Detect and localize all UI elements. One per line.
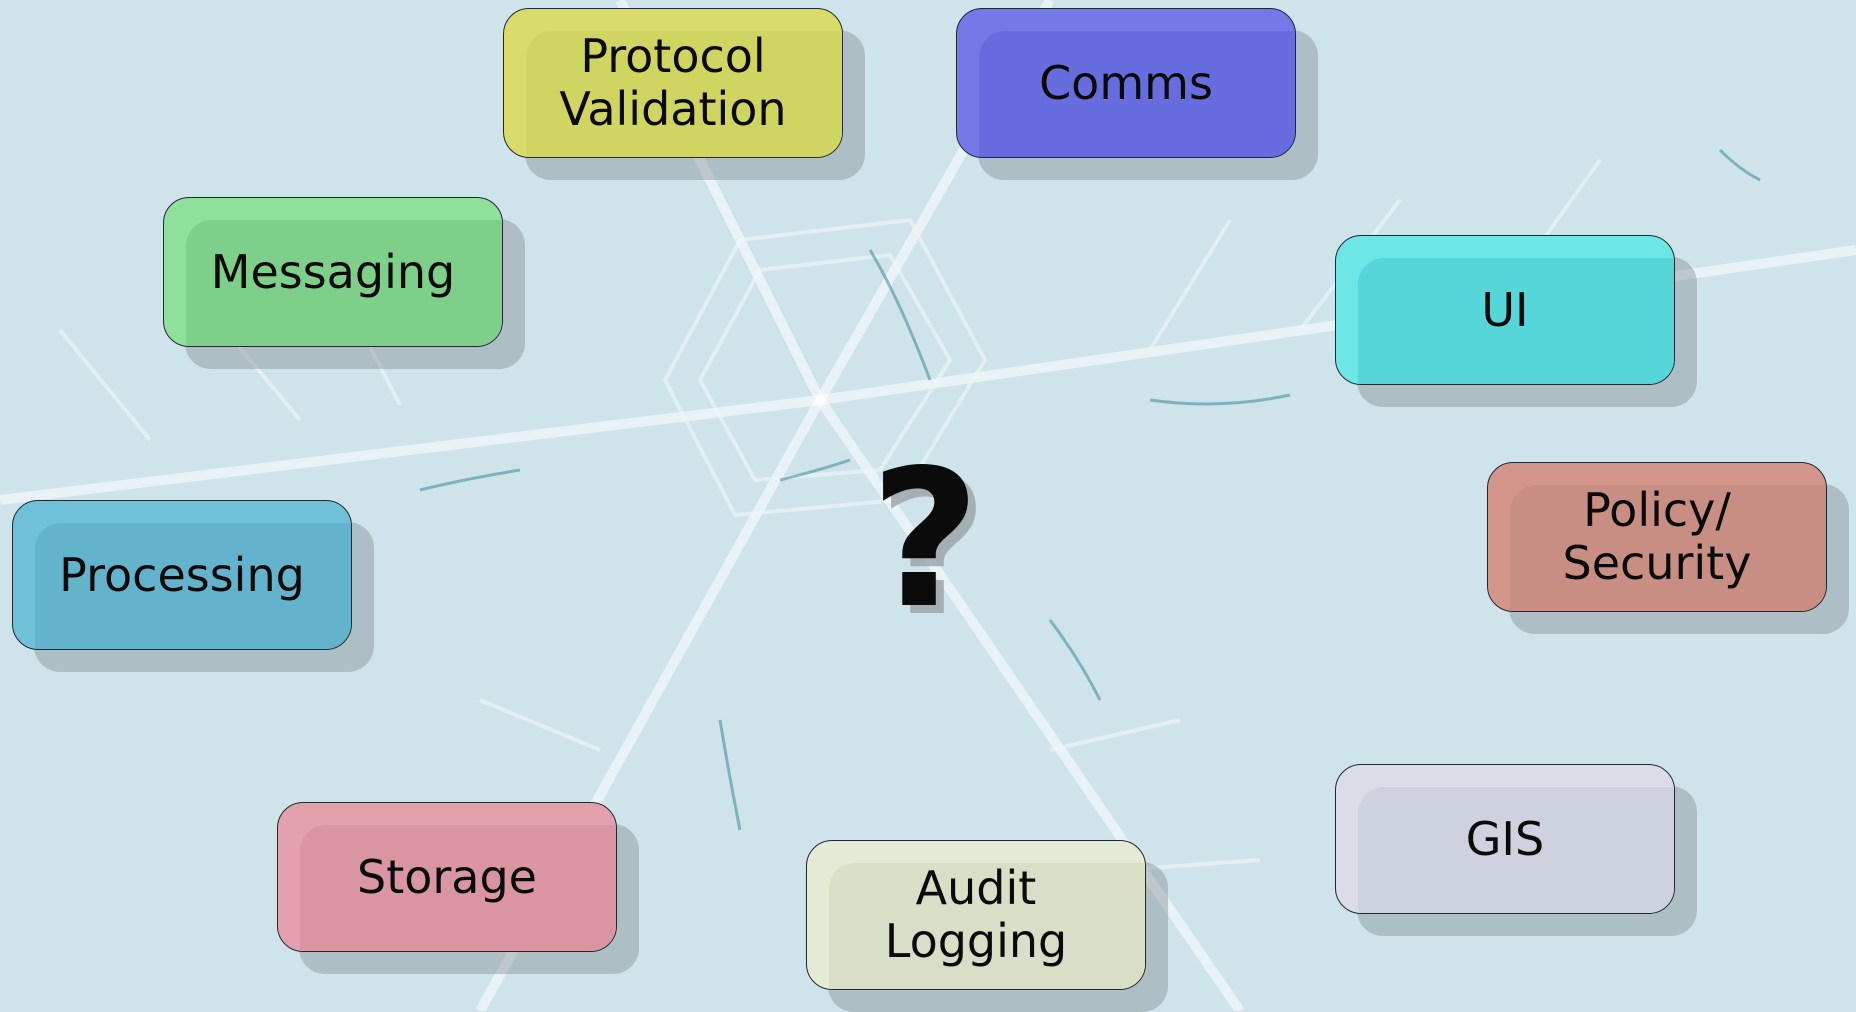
box-gis: GIS	[1335, 764, 1675, 914]
question-mark-glyph: ?	[870, 440, 980, 640]
box-processing: Processing	[12, 500, 352, 650]
box-messaging: Messaging	[163, 197, 503, 347]
box-label: Storage	[277, 802, 617, 952]
box-label: Protocol Validation	[503, 8, 843, 158]
box-label: Messaging	[163, 197, 503, 347]
box-protocol-validation: Protocol Validation	[503, 8, 843, 158]
box-label: Audit Logging	[806, 840, 1146, 990]
box-label: GIS	[1335, 764, 1675, 914]
box-policy-security: Policy/ Security	[1487, 462, 1827, 612]
box-ui: UI	[1335, 235, 1675, 385]
box-storage: Storage	[277, 802, 617, 952]
box-label: Comms	[956, 8, 1296, 158]
question-mark-symbol: ? ?	[870, 440, 990, 640]
box-label: Policy/ Security	[1487, 462, 1827, 612]
box-audit-logging: Audit Logging	[806, 840, 1146, 990]
box-label: UI	[1335, 235, 1675, 385]
box-label: Processing	[12, 500, 352, 650]
box-comms: Comms	[956, 8, 1296, 158]
